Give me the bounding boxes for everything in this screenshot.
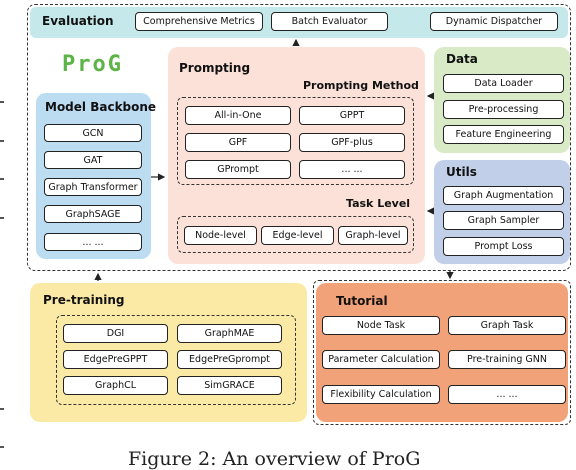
edge-mark [0,217,4,219]
method-gpf-plus: GPF-plus [299,133,405,152]
evaluation-title: Evaluation [42,14,114,28]
figure-caption: Figure 2: An overview of ProG [128,448,421,470]
edge-mark [0,446,4,448]
pretrain-edgepregprompt: EdgePreGprompt [177,350,282,369]
prompting-title: Prompting [179,61,251,75]
tutorial-graph-task: Graph Task [448,316,566,335]
backbone-gat: GAT [44,151,142,169]
task-edge-level: Edge-level [261,226,334,245]
method-gppt: GPPT [299,106,405,125]
edge-mark [0,408,4,410]
comprehensive-metrics-box: Comprehensive Metrics [135,12,263,31]
method-gprompt: GPrompt [185,160,291,179]
pretrain-graphmae: GraphMAE [177,324,282,343]
prompt-loss-box: Prompt Loss [443,237,564,256]
prompting-method-group [177,97,414,185]
pretrain-edgepregppt: EdgePreGPPT [63,350,168,369]
framework-outline [27,4,571,271]
pretrain-graphcl: GraphCL [63,376,168,395]
tutorial-outline [313,280,571,425]
tutorial-pretraining-gnn: Pre-training GNN [448,350,566,369]
model-backbone-panel [36,93,151,259]
tutorial-parameter-calculation: Parameter Calculation [322,350,440,369]
task-level-group [177,216,414,253]
tutorial-node-task: Node Task [322,316,440,335]
tutorial-flexibility-calculation: Flexibility Calculation [322,385,440,404]
pretraining-title: Pre-training [43,293,125,307]
edge-mark [0,101,4,103]
pre-processing-box: Pre-processing [443,100,564,119]
backbone-more: ... ... [44,233,142,251]
feature-engineering-box: Feature Engineering [443,125,564,144]
method-gpf: GPF [185,133,291,152]
edge-mark [0,178,4,180]
tutorial-more: ... ... [448,385,566,404]
prog-logo-text: ProG [62,52,123,77]
graph-sampler-box: Graph Sampler [443,211,564,230]
pretraining-group [56,315,296,405]
prog-logo: ProG [62,52,142,82]
batch-evaluator-box: Batch Evaluator [271,12,388,31]
tutorial-title: Tutorial [336,294,388,308]
data-title: Data [446,52,478,66]
data-loader-box: Data Loader [443,74,564,93]
edge-mark [0,140,4,142]
method-all-in-one: All-in-One [185,106,291,125]
pretrain-dgi: DGI [63,324,168,343]
backbone-graph-transformer: Graph Transformer [44,178,142,196]
task-node-level: Node-level [184,226,257,245]
task-graph-level: Graph-level [338,226,408,245]
pretrain-simgrace: SimGRACE [177,376,282,395]
method-more: ... ... [299,160,405,179]
graph-augmentation-box: Graph Augmentation [443,186,564,205]
prompting-method-title: Prompting Method [303,79,419,92]
dynamic-dispatcher-box: Dynamic Dispatcher [430,12,558,31]
utils-title: Utils [446,165,477,179]
backbone-graphsage: GraphSAGE [44,205,142,223]
task-level-title: Task Level [346,197,411,210]
model-backbone-title: Model Backbone [45,100,157,114]
backbone-gcn: GCN [44,124,142,142]
